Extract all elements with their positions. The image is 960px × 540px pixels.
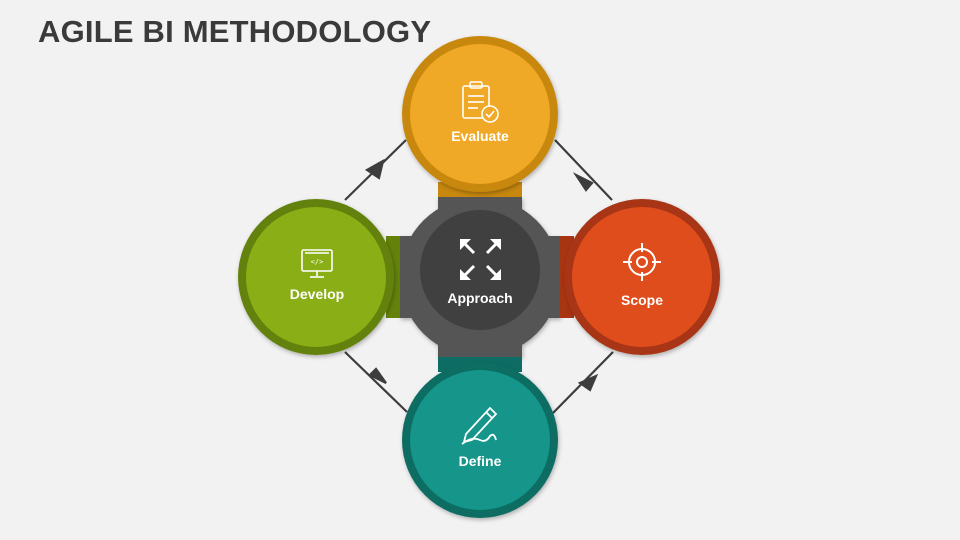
node-label-define: Define xyxy=(458,453,502,469)
monitor-code-icon: </> xyxy=(301,249,333,278)
center-label: Approach xyxy=(447,290,513,306)
svg-text:</>: </> xyxy=(311,258,324,266)
clipboard-check-icon xyxy=(462,81,499,123)
cycle-arrows xyxy=(344,139,614,414)
target-icon xyxy=(623,243,661,281)
node-label-evaluate: Evaluate xyxy=(451,128,509,144)
pencil-signature-icon xyxy=(461,406,498,445)
arrow-define-to-develop xyxy=(344,351,408,413)
expand-arrows-icon xyxy=(460,239,501,280)
node-label-scope: Scope xyxy=(620,292,663,308)
node-evaluate xyxy=(402,36,558,192)
arrow-evaluate-to-scope xyxy=(554,139,613,201)
node-label-develop: Develop xyxy=(289,286,345,302)
page-title: AGILE BI METHODOLOGY xyxy=(38,14,432,49)
center-hub xyxy=(400,197,560,357)
